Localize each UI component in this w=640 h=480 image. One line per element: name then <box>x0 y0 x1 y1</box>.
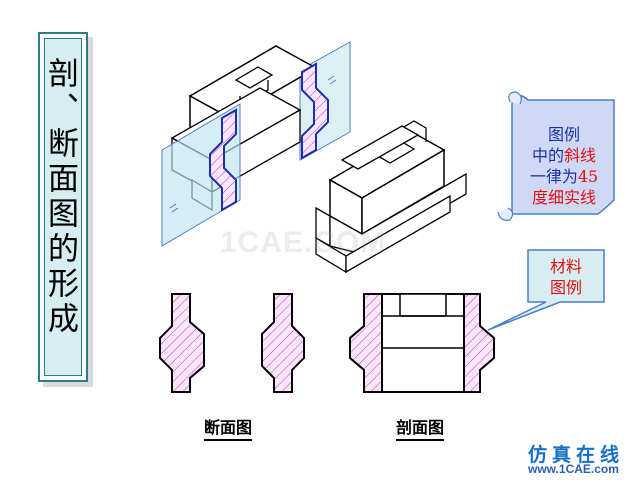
scroll-note-line-2: 中的斜线 <box>531 146 597 165</box>
material-legend-callout <box>487 249 605 331</box>
callout-text: 材料 图例 <box>530 256 602 298</box>
section-view-right <box>261 293 305 393</box>
slide-title: 剖、断面图的形成 <box>42 57 78 337</box>
callout-line-1: 材料 <box>549 257 582 276</box>
scroll-note <box>497 91 615 221</box>
caption-cut-view: 剖面图 <box>396 414 445 441</box>
section-face-back <box>301 62 329 160</box>
watermark-text: 1CAE.COM <box>220 226 387 259</box>
callout-line-2: 图例 <box>549 278 582 297</box>
part-top-slot <box>234 66 274 89</box>
scroll-note-line-4: 度细实线 <box>531 188 596 207</box>
caption-section-view: 断面图 <box>204 414 253 441</box>
cut-view <box>349 293 495 393</box>
cutting-plane-front <box>161 103 241 247</box>
scroll-note-text: 图例 中的斜线 一律为45 度细实线 <box>516 124 612 208</box>
logo-text-cn: 仿真在线 <box>528 444 625 466</box>
section-face-front <box>209 108 237 212</box>
title-panel: 剖、断面图的形成 <box>38 32 88 382</box>
scroll-note-line-1: 图例 <box>547 125 580 144</box>
logo-url: www.1CAE.com <box>528 462 619 476</box>
isometric-part-full <box>315 120 467 274</box>
title-panel-inner: 剖、断面图的形成 <box>42 38 82 376</box>
isometric-part-cut <box>161 41 351 247</box>
scroll-note-line-3: 一律为45 <box>529 167 599 186</box>
section-view-left <box>159 293 205 393</box>
